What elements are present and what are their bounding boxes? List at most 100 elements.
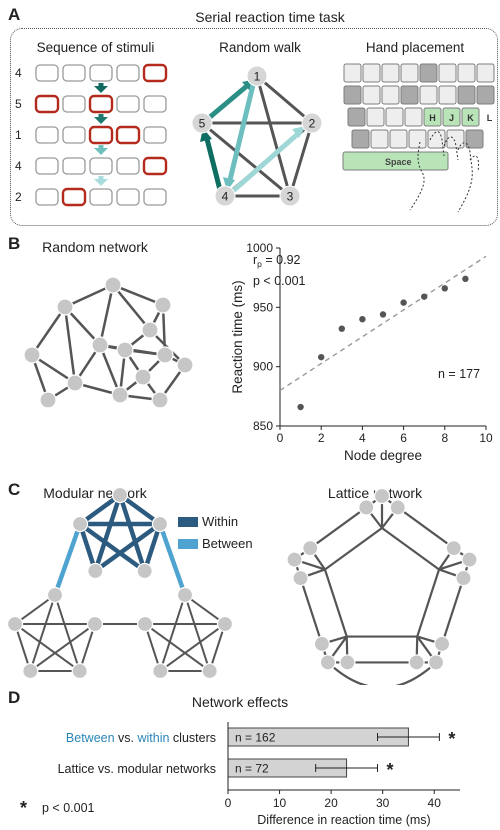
- modular-edge: [144, 623, 211, 672]
- bar-significance-star: *: [387, 760, 394, 780]
- modular-edge: [118, 493, 162, 526]
- sequence-row-label: 4: [15, 159, 22, 173]
- lattice-node: [461, 551, 478, 568]
- modular-network-graph: [6, 486, 234, 680]
- stimulus-box: [89, 188, 113, 206]
- modular-edge: [14, 594, 56, 625]
- lattice-node: [358, 499, 375, 516]
- scatter-fit-line: [279, 255, 487, 391]
- sequence-arrow: [98, 83, 104, 87]
- modular-edge: [144, 623, 162, 672]
- lattice-edge: [416, 569, 441, 637]
- modular-node: [6, 615, 24, 633]
- modular-edge: [159, 623, 226, 672]
- modular-node: [46, 586, 64, 604]
- keyboard-key: [419, 63, 438, 83]
- scatter-y-tick-label: 950: [253, 300, 273, 314]
- scatter-point: [359, 316, 366, 323]
- lattice-node: [292, 569, 309, 587]
- stimulus-box: [116, 188, 140, 206]
- modular-node: [201, 662, 218, 680]
- stimulus-box: [115, 125, 141, 145]
- stimulus-box: [143, 188, 167, 206]
- stimulus-box: [142, 63, 168, 83]
- lattice-edge: [381, 527, 440, 571]
- modular-edge: [14, 623, 81, 672]
- sequence-row-label: 2: [15, 190, 22, 204]
- modular-edge: [159, 594, 186, 672]
- lattice-node: [445, 540, 462, 557]
- modular-edge: [142, 523, 163, 572]
- modular-node: [136, 615, 154, 633]
- scatter-point: [338, 325, 345, 332]
- keyboard-key: [400, 63, 419, 83]
- modular-edge: [78, 493, 122, 526]
- scatter-point: [421, 293, 428, 300]
- modular-node: [86, 615, 104, 633]
- lattice-edge: [324, 527, 383, 571]
- scatter-x-tick-label: 10: [479, 431, 493, 445]
- scatter-x-label: Node degree: [344, 448, 422, 463]
- random-network-graph: [23, 276, 194, 409]
- star-note-symbol: *: [20, 798, 28, 818]
- network-effects-title: Network effects: [191, 694, 289, 710]
- legend-between-label: Between: [202, 536, 253, 551]
- modular-node: [111, 486, 129, 504]
- modular-edge: [93, 522, 162, 573]
- keyboard-key: [438, 63, 457, 83]
- stat-p-text: p < 0.001: [253, 274, 306, 288]
- walk-node: [214, 185, 236, 207]
- modular-node: [71, 515, 89, 533]
- stimulus-box: [89, 64, 113, 82]
- random-network-title: Random network: [42, 239, 148, 255]
- walk-node: [191, 112, 213, 134]
- keyboard-key: [476, 63, 495, 83]
- keyboard-key: [381, 85, 400, 105]
- keyboard-key: [461, 107, 480, 127]
- lattice-node: [408, 654, 425, 671]
- lattice-node: [389, 499, 406, 516]
- keyboard-key: [389, 129, 408, 149]
- legend-between-swatch: [178, 539, 198, 549]
- keyboard-key: [362, 63, 381, 83]
- lattice-network-graph: [286, 487, 478, 685]
- lattice-node: [427, 654, 445, 671]
- stimulus-box: [116, 95, 140, 113]
- modular-edge: [77, 523, 98, 572]
- keyboard-key: [404, 107, 423, 127]
- modular-between-edge: [157, 523, 188, 596]
- bar-x-tick-label: 20: [324, 796, 338, 810]
- sequence-arrow: [98, 176, 104, 180]
- lattice-node: [319, 654, 337, 671]
- walk-node-label: 4: [222, 190, 229, 204]
- bar-x-tick-label: 30: [376, 796, 390, 810]
- keyboard-key: [446, 129, 465, 149]
- stimulus-box: [116, 64, 140, 82]
- scatter-point: [379, 311, 387, 318]
- lattice-node: [302, 540, 319, 557]
- modular-edge: [78, 522, 147, 573]
- lattice-node: [286, 551, 303, 568]
- sequence-arrow: [98, 114, 104, 118]
- lattice-node: [373, 487, 391, 505]
- lattice-node: [433, 635, 451, 653]
- stimulus-box: [62, 157, 86, 175]
- stimulus-box: [88, 125, 114, 145]
- stimulus-box: [61, 187, 87, 207]
- keyboard-key: [438, 85, 457, 105]
- walk-node: [246, 65, 268, 87]
- stimulus-box: [35, 188, 59, 206]
- keyboard-key: [419, 85, 438, 105]
- bar-label: n = 72: [235, 762, 269, 776]
- walk-node-label: 5: [199, 117, 206, 131]
- legend-within-swatch: [178, 517, 198, 527]
- modular-edge: [78, 623, 96, 672]
- walk-node: [301, 112, 323, 134]
- panel-b-letter: B: [8, 234, 21, 253]
- modular-edge: [54, 594, 81, 672]
- keyboard-key: [370, 129, 389, 149]
- keyboard-key: [476, 85, 495, 105]
- modular-edge: [184, 594, 226, 625]
